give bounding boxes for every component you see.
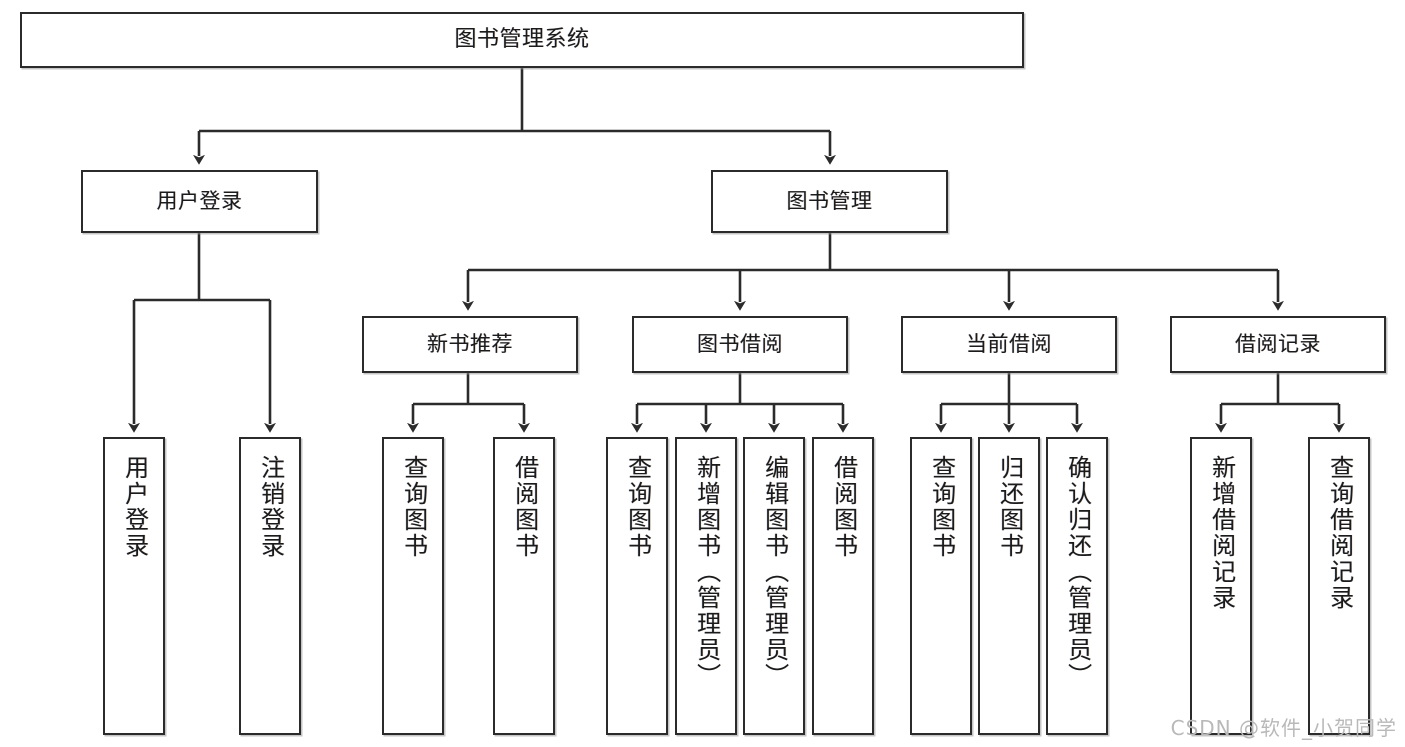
leaf-user-login-signout[interactable]: 注销登录 (239, 437, 301, 735)
node-book-borrow[interactable]: 图书借阅 (632, 316, 848, 373)
node-book-management-label: 图书管理 (786, 189, 873, 214)
node-new-book-recommend-label: 新书推荐 (427, 332, 513, 357)
leaf-label: 新增图书（管理员） (692, 455, 721, 689)
node-book-borrow-label: 图书借阅 (697, 332, 783, 357)
node-borrow-record[interactable]: 借阅记录 (1170, 316, 1386, 373)
leaf-borrow-record-query[interactable]: 查询借阅记录 (1308, 437, 1370, 735)
leaf-label: 查询图书 (399, 455, 428, 559)
leaf-user-login-signin[interactable]: 用户登录 (103, 437, 165, 735)
leaf-book-borrow-query[interactable]: 查询图书 (606, 437, 668, 735)
node-new-book-recommend[interactable]: 新书推荐 (362, 316, 578, 373)
leaf-label: 用户登录 (120, 455, 149, 559)
leaf-label: 确认归还（管理员） (1063, 455, 1092, 689)
node-user-login[interactable]: 用户登录 (81, 170, 318, 233)
leaf-borrow-record-add[interactable]: 新增借阅记录 (1190, 437, 1252, 735)
leaf-label: 归还图书 (995, 455, 1024, 559)
leaf-label: 查询借阅记录 (1325, 455, 1354, 611)
node-borrow-record-label: 借阅记录 (1235, 332, 1321, 357)
node-root-label: 图书管理系统 (454, 27, 590, 53)
leaf-label: 新增借阅记录 (1207, 455, 1236, 611)
leaf-label: 编辑图书（管理员） (760, 455, 789, 689)
leaf-label: 注销登录 (256, 455, 285, 559)
node-current-borrow[interactable]: 当前借阅 (901, 316, 1117, 373)
leaf-label: 查询图书 (623, 455, 652, 559)
leaf-new-book-borrow[interactable]: 借阅图书 (493, 437, 555, 735)
leaf-new-book-query[interactable]: 查询图书 (382, 437, 444, 735)
leaf-book-borrow-add[interactable]: 新增图书（管理员） (675, 437, 737, 735)
node-current-borrow-label: 当前借阅 (966, 332, 1052, 357)
node-book-management[interactable]: 图书管理 (711, 170, 948, 233)
node-root[interactable]: 图书管理系统 (20, 12, 1024, 68)
leaf-book-borrow-lend[interactable]: 借阅图书 (812, 437, 874, 735)
leaf-book-borrow-edit[interactable]: 编辑图书（管理员） (743, 437, 805, 735)
leaf-label: 查询图书 (927, 455, 956, 559)
leaf-label: 借阅图书 (829, 455, 858, 559)
leaf-current-borrow-return[interactable]: 归还图书 (978, 437, 1040, 735)
node-user-login-label: 用户登录 (156, 189, 243, 214)
leaf-label: 借阅图书 (510, 455, 539, 559)
leaf-current-borrow-query[interactable]: 查询图书 (910, 437, 972, 735)
leaf-current-borrow-confirm[interactable]: 确认归还（管理员） (1046, 437, 1108, 735)
